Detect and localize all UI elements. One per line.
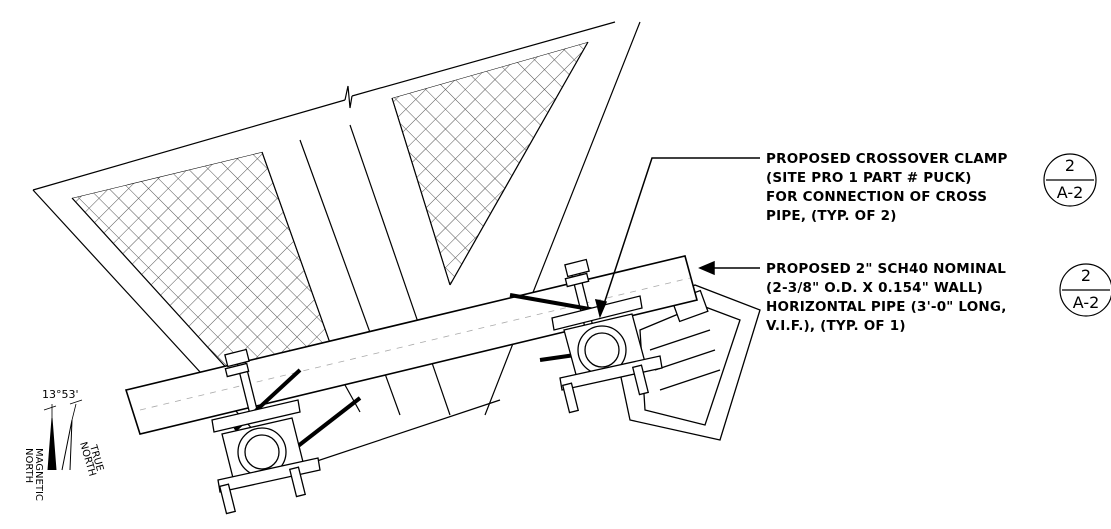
north-arrow: 13°53' MAGNETIC NORTH TRUE NORTH [23,388,105,501]
leader-pipe [698,260,760,276]
structure-top-edge [32,21,616,191]
callout-pipe-number: 2 [1080,266,1092,285]
hatched-area-right [392,42,588,285]
note-crossover-clamp: PROPOSED CROSSOVER CLAMP (SITE PRO 1 PAR… [766,150,1008,226]
note-pipe-line-4: V.I.F.), (TYP. OF 1) [766,318,906,334]
true-north-arrow [61,419,73,471]
note-horizontal-pipe: PROPOSED 2" SCH40 NOMINAL (2-3/8" O.D. X… [766,260,1007,336]
callout-clamp-sheet: A-2 [1056,183,1084,202]
note-pipe-line-3: HORIZONTAL PIPE (3'-0" LONG, [766,299,1007,315]
note-clamp-line-4: PIPE, (TYP. OF 2) [766,208,897,224]
note-clamp-line-1: PROPOSED CROSSOVER CLAMP [766,151,1008,167]
break-mark [344,85,353,109]
callout-clamp-number: 2 [1064,156,1076,175]
note-pipe-line-1: PROPOSED 2" SCH40 NOMINAL [766,261,1007,277]
note-pipe-line-2: (2-3/8" O.D. X 0.154" WALL) [766,280,984,296]
crossover-clamp-left [211,348,321,515]
note-clamp-line-3: FOR CONNECTION OF CROSS [766,189,988,205]
structure-bottom-edge [289,399,501,471]
declination-label: 13°53' [42,388,79,401]
note-clamp-line-2: (SITE PRO 1 PART # PUCK) [766,170,972,186]
leader-clamp [594,157,760,319]
callout-bubble-clamp [1043,153,1097,207]
structure-member-c [349,124,451,416]
magnetic-north-label-2: NORTH [23,448,34,483]
callout-bubble-pipe [1059,263,1111,317]
callout-pipe-sheet: A-2 [1072,293,1100,312]
crossover-clamp-right [551,258,663,414]
magnetic-north-label-1: MAGNETIC [33,448,44,501]
